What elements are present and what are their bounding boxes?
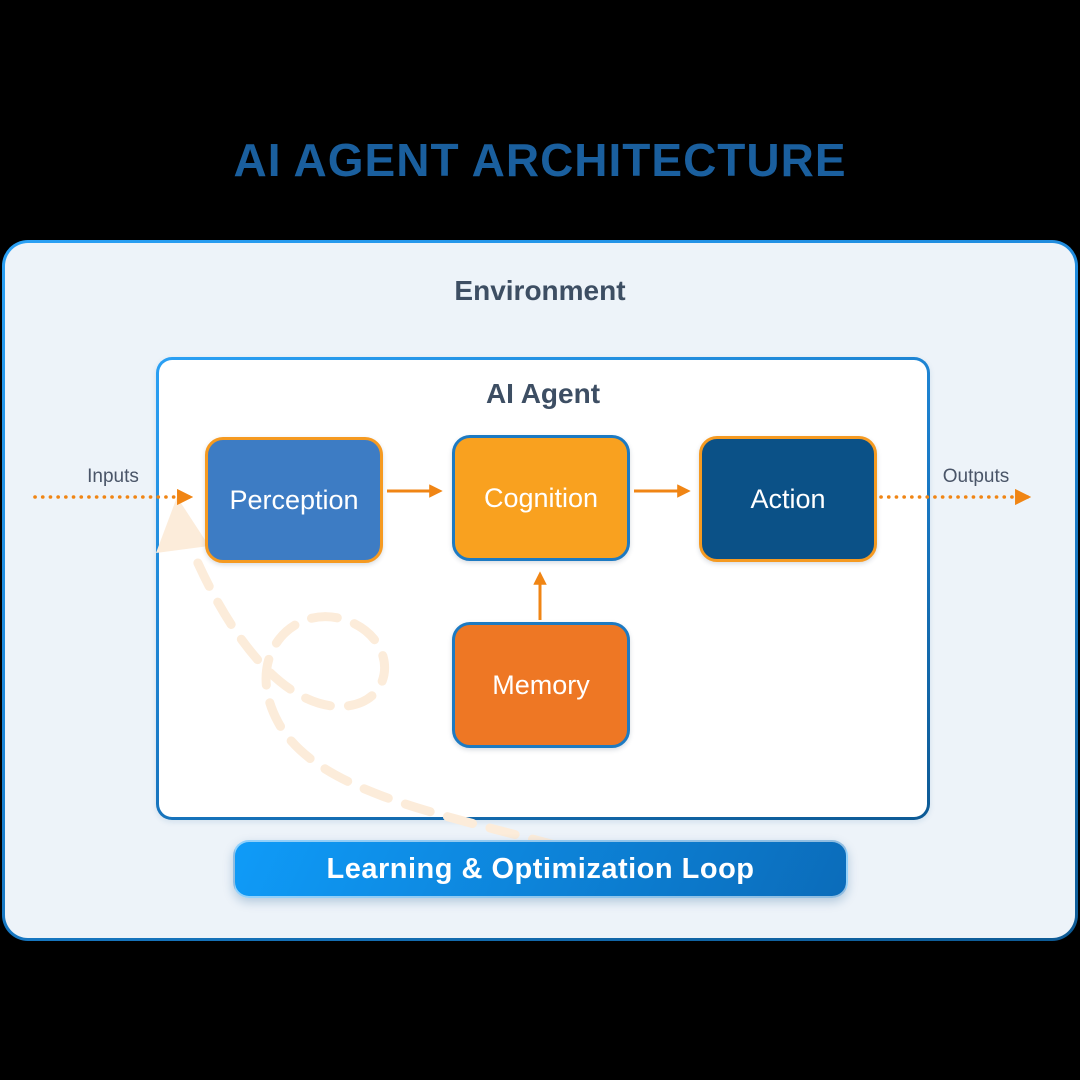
learning-optimization-loop-banner: Learning & Optimization Loop <box>233 840 848 898</box>
node-cognition: Cognition <box>452 435 630 561</box>
ai-agent-label: AI Agent <box>485 378 601 409</box>
outputs-label: Outputs <box>942 466 1010 487</box>
node-action: Action <box>699 436 877 562</box>
node-perception-label: Perception <box>229 484 359 515</box>
learning-optimization-loop-label: Learning & Optimization Loop <box>326 852 755 885</box>
ai-agent-box: AI Agent <box>156 357 930 820</box>
node-cognition-label: Cognition <box>483 482 599 513</box>
node-memory: Memory <box>452 622 630 748</box>
node-action-label: Action <box>750 483 826 514</box>
page-title: AI AGENT ARCHITECTURE <box>233 134 847 186</box>
node-perception: Perception <box>205 437 383 563</box>
node-memory-label: Memory <box>492 669 590 700</box>
environment-label: Environment <box>454 275 626 306</box>
inputs-label: Inputs <box>87 466 139 487</box>
